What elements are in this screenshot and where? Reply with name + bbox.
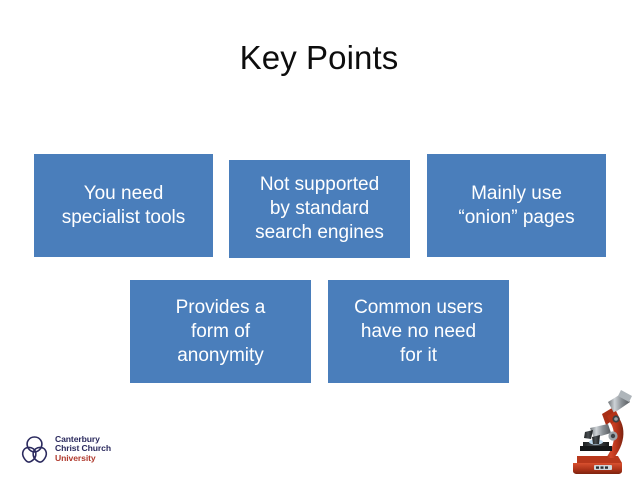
page-title: Key Points (239, 39, 399, 76)
key-point-text-2: Not supported by standard search engines (255, 174, 384, 243)
key-point-box-1: You need specialist tools (34, 154, 213, 257)
microscope-icon (556, 388, 634, 478)
key-point-text-3: Mainly use “onion” pages (458, 182, 575, 228)
key-point-box-5: Common users have no need for it (328, 280, 509, 383)
key-point-box-4: Provides a form of anonymity (130, 280, 311, 383)
university-logo-text: Canterbury Christ Church University (55, 433, 111, 464)
key-point-text-1: You need specialist tools (61, 182, 186, 228)
university-logo: Canterbury Christ Church University (19, 431, 159, 467)
logo-line-2: Christ Church (55, 443, 111, 454)
key-point-text-4: Provides a form of anonymity (175, 296, 266, 366)
key-point-text-5: Common users have no need for it (354, 296, 483, 366)
key-point-box-3: Mainly use “onion” pages (427, 154, 606, 257)
logo-line-1: Canterbury (55, 433, 100, 444)
key-point-box-2: Not supported by standard search engines (229, 160, 410, 258)
logo-line-3: University (55, 452, 96, 463)
trefoil-knot-icon (19, 434, 50, 465)
